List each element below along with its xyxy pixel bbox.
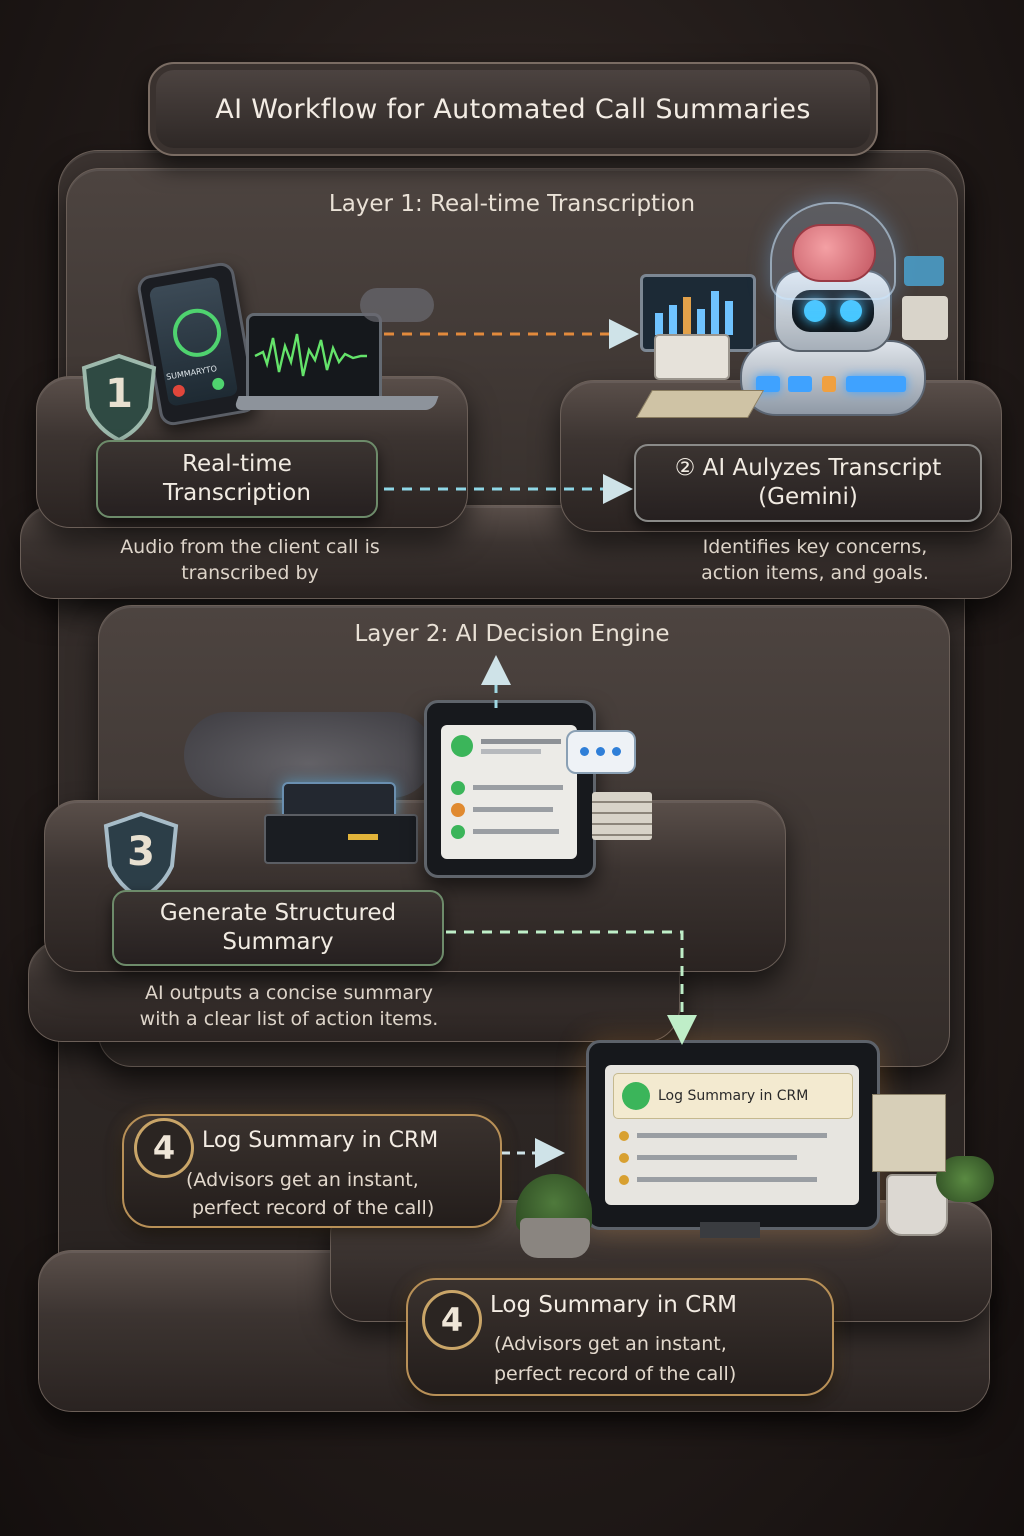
floating-card [904,256,944,286]
crm-screen-header: Log Summary in CRM [658,1088,809,1104]
robot-eye-right [840,300,862,322]
step1-label-line2: Transcription [163,480,311,506]
step1-description: Audio from the client call is transcribe… [70,534,430,586]
chat-bubble-icon [566,730,636,774]
layer2-heading: Layer 2: AI Decision Engine [354,621,670,647]
router-icon [282,782,396,820]
brain-dome-icon [770,202,896,300]
step3-label: Generate Structured Summary [112,890,444,966]
plant-pot-left [520,1218,590,1258]
waveform-icon [254,333,367,377]
step2-desc-line1: Identifies key concerns, [702,536,928,558]
step4-upper-number-badge: 4 [134,1118,194,1178]
step4-lower-line2: perfect record of the call) [494,1363,737,1385]
step4-lower-number-badge: 4 [422,1290,482,1350]
step3-number: 3 [127,829,155,875]
step3-label-line1: Generate Structured [159,900,397,926]
step4-upper-line2: perfect record of the call) [192,1197,435,1219]
check-icon [451,735,473,757]
crm-monitor: Log Summary in CRM [586,1040,880,1230]
server-icon [264,814,418,864]
cloud-decor [360,288,434,322]
step4-upper-title: Log Summary in CRM [202,1128,439,1153]
step3-label-line2: Summary [222,929,334,955]
layer1-heading: Layer 1: Real-time Transcription [328,191,696,217]
step3-desc-line1: AI outputs a concise summary [144,982,434,1004]
page-title: AI Workflow for Automated Call Summaries [215,93,811,125]
step4-lower-card: Log Summary in CRM (Advisors get an inst… [406,1278,834,1396]
step1-number: 1 [105,371,133,417]
floating-note [902,296,948,340]
books-stack [592,792,652,840]
step2-description: Identifies key concerns, action items, a… [640,534,990,586]
brain-icon [792,224,876,282]
monitor-stand [700,1222,760,1238]
step2-label-line1: ② AI Aulyzes Transcript [674,455,942,481]
step3-desc-line2: with a clear list of action items. [139,1008,439,1030]
step1-label-line1: Real-time [182,451,292,477]
step1-label: Real-time Transcription [96,440,378,518]
title-plate: AI Workflow for Automated Call Summaries [148,62,878,156]
step1-desc-line1: Audio from the client call is [120,536,380,558]
step4-upper-line1: (Advisors get an instant, [186,1169,419,1191]
crm-check-icon [622,1082,650,1110]
step4-lower-title: Log Summary in CRM [490,1292,738,1318]
bar-chart-icon [655,291,733,335]
documents-right [872,1094,946,1172]
step1-desc-line2: transcribed by [181,562,319,584]
arrow-step3-to-crm [446,930,697,1045]
robot-eye-left [804,300,826,322]
tablet-summary [424,700,596,878]
step2-label-line2: (Gemini) [758,484,858,510]
step2-desc-line2: action items, and goals. [701,562,929,584]
step4-lower-line1: (Advisors get an instant, [494,1333,727,1355]
robot-base [740,340,926,416]
document-card [654,334,730,380]
step3-description: AI outputs a concise summary with a clea… [94,980,484,1032]
step2-label: ② AI Aulyzes Transcript (Gemini) [634,444,982,522]
